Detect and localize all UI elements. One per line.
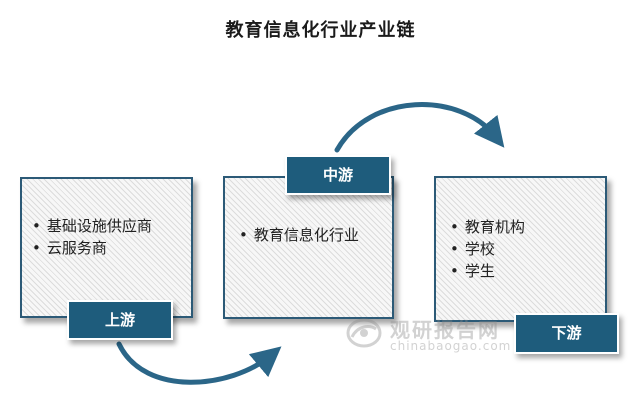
upstream-panel: 基础设施供应商 云服务商 bbox=[20, 177, 193, 318]
midstream-list: 教育信息化行业 bbox=[239, 224, 359, 246]
downstream-list: 教育机构 学校 学生 bbox=[450, 216, 525, 282]
watermark: 观研报告网 chinabaogao.com bbox=[346, 314, 526, 354]
upstream-list: 基础设施供应商 云服务商 bbox=[32, 215, 152, 259]
list-item: 教育机构 bbox=[450, 216, 525, 238]
upstream-tag: 上游 bbox=[67, 300, 173, 340]
list-item: 学校 bbox=[450, 238, 525, 260]
diagram-title: 教育信息化行业产业链 bbox=[225, 20, 416, 41]
list-item: 教育信息化行业 bbox=[239, 224, 359, 246]
watermark-url: chinabaogao.com bbox=[390, 339, 512, 353]
midstream-tag: 中游 bbox=[285, 155, 391, 195]
list-item: 基础设施供应商 bbox=[32, 215, 152, 237]
arrow-midstream-to-downstream bbox=[334, 102, 505, 153]
downstream-tag: 下游 bbox=[514, 313, 619, 354]
arrow-upstream-to-midstream bbox=[116, 341, 282, 385]
list-item: 学生 bbox=[450, 260, 525, 282]
midstream-panel: 教育信息化行业 bbox=[223, 176, 394, 319]
downstream-panel: 教育机构 学校 学生 bbox=[434, 176, 607, 322]
watermark-name: 观研报告网 bbox=[390, 318, 500, 342]
watermark-logo-icon bbox=[346, 318, 382, 348]
list-item: 云服务商 bbox=[32, 237, 152, 259]
